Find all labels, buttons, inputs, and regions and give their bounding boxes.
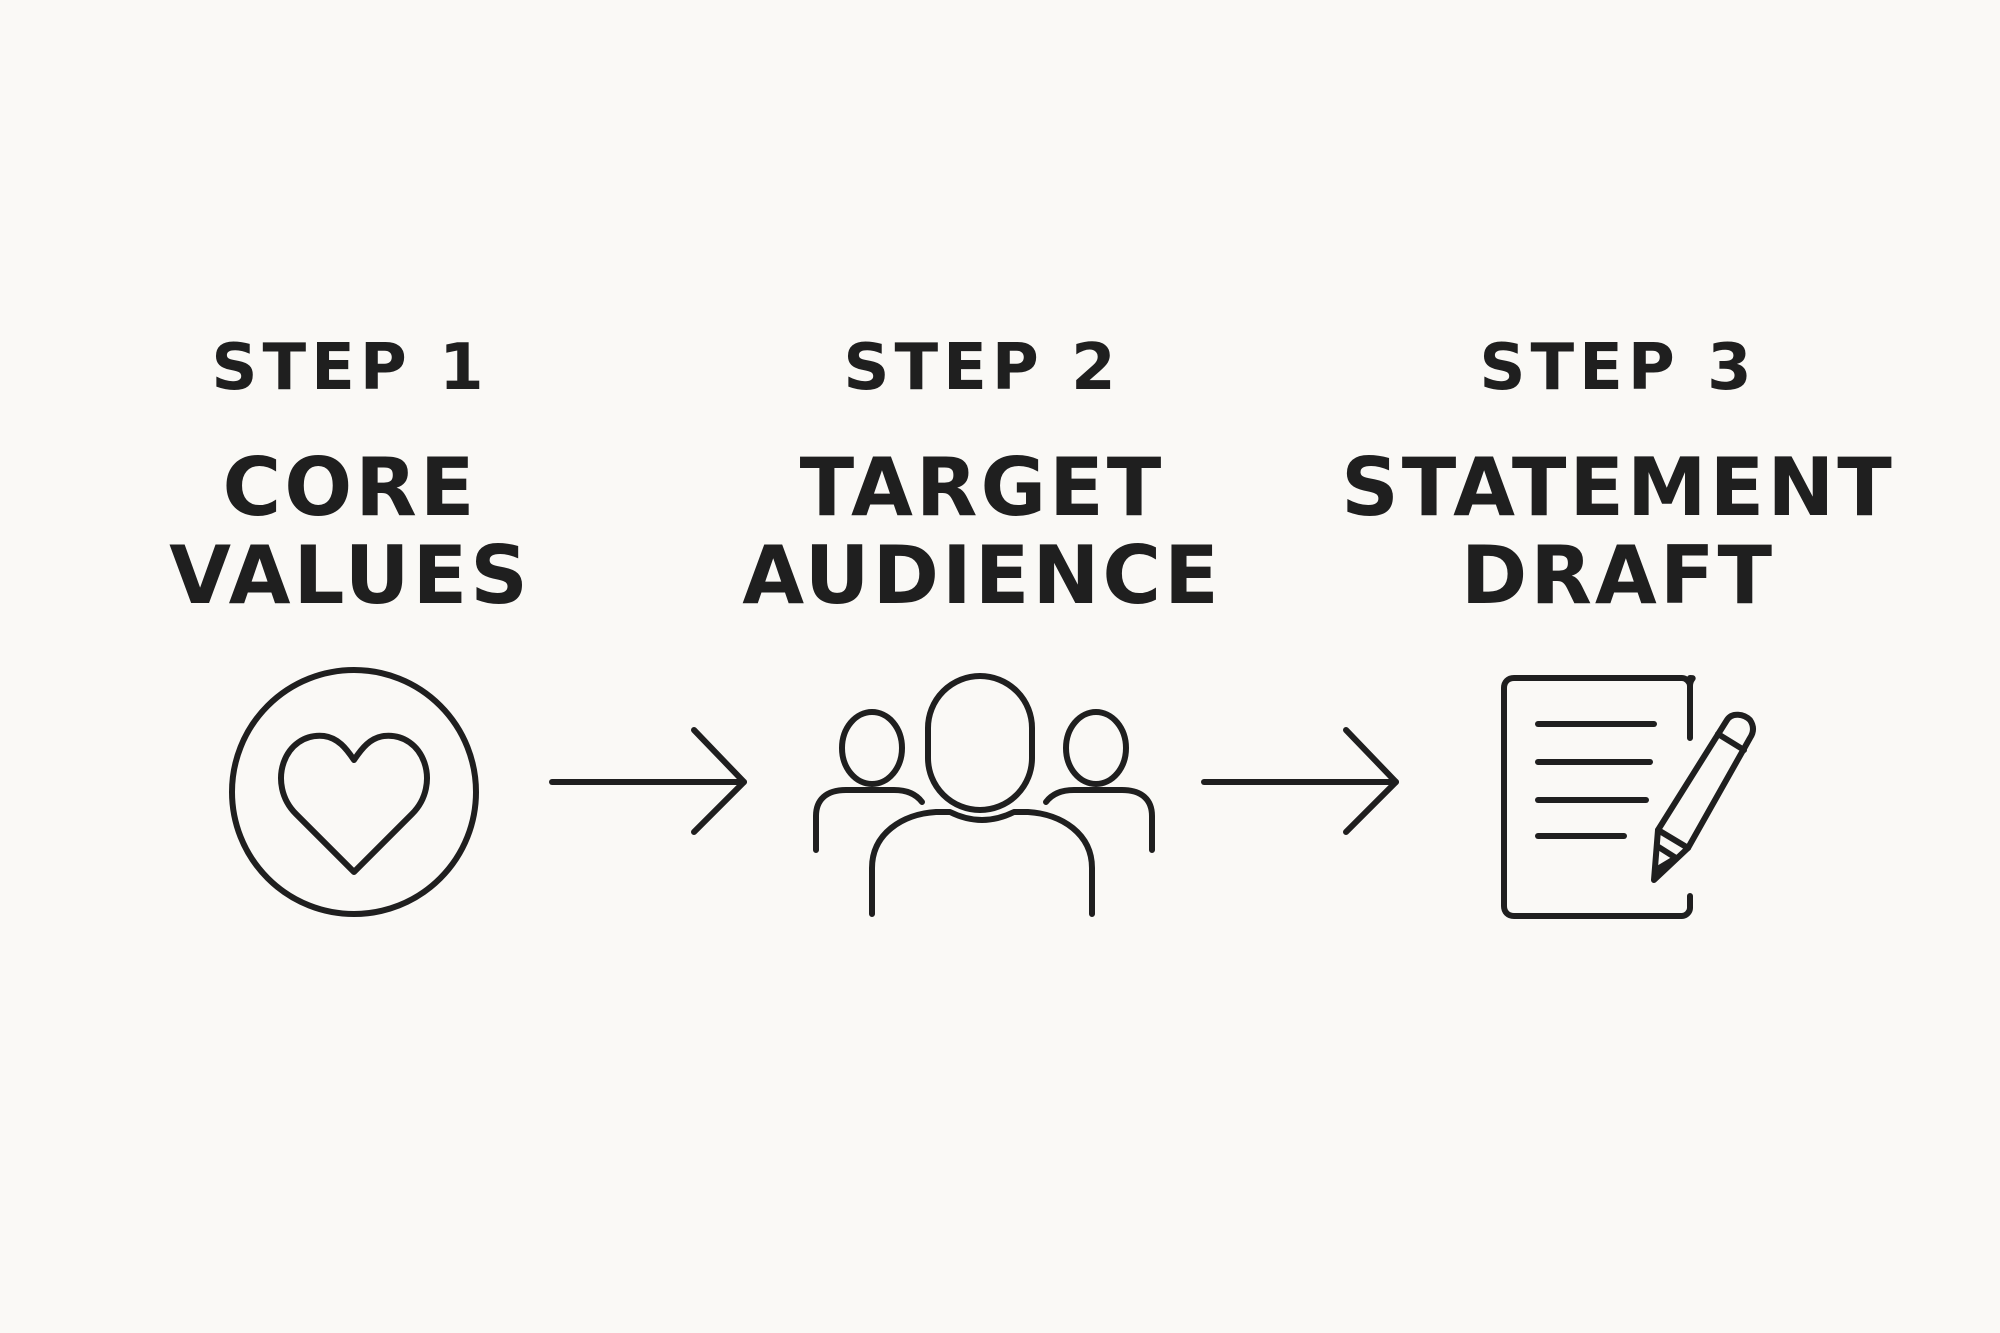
document-pencil-icon [1501, 675, 1756, 919]
arrow-right-icon [1201, 727, 1399, 835]
people-group-icon [813, 673, 1155, 917]
step-2-title-line-1: TARGET [799, 441, 1165, 534]
step-2-title: TARGET AUDIENCE [632, 444, 1332, 620]
step-2-title-line-2: AUDIENCE [742, 529, 1222, 622]
step-2-label: STEP 2 [843, 331, 1121, 405]
step-3-title-line-1: STATEMENT [1341, 441, 1895, 534]
step-3-label: STEP 3 [1479, 331, 1757, 405]
arrow-right-icon [549, 727, 747, 835]
step-1-title-line-1: CORE [222, 441, 478, 534]
step-3-title-line-2: DRAFT [1460, 529, 1776, 622]
step-1-title-line-2: VALUES [169, 529, 531, 622]
step-1-title: CORE VALUES [0, 444, 700, 620]
step-1-label: STEP 1 [211, 331, 489, 405]
heart-in-circle-icon [229, 667, 479, 917]
step-3-title: STATEMENT DRAFT [1268, 444, 1968, 620]
